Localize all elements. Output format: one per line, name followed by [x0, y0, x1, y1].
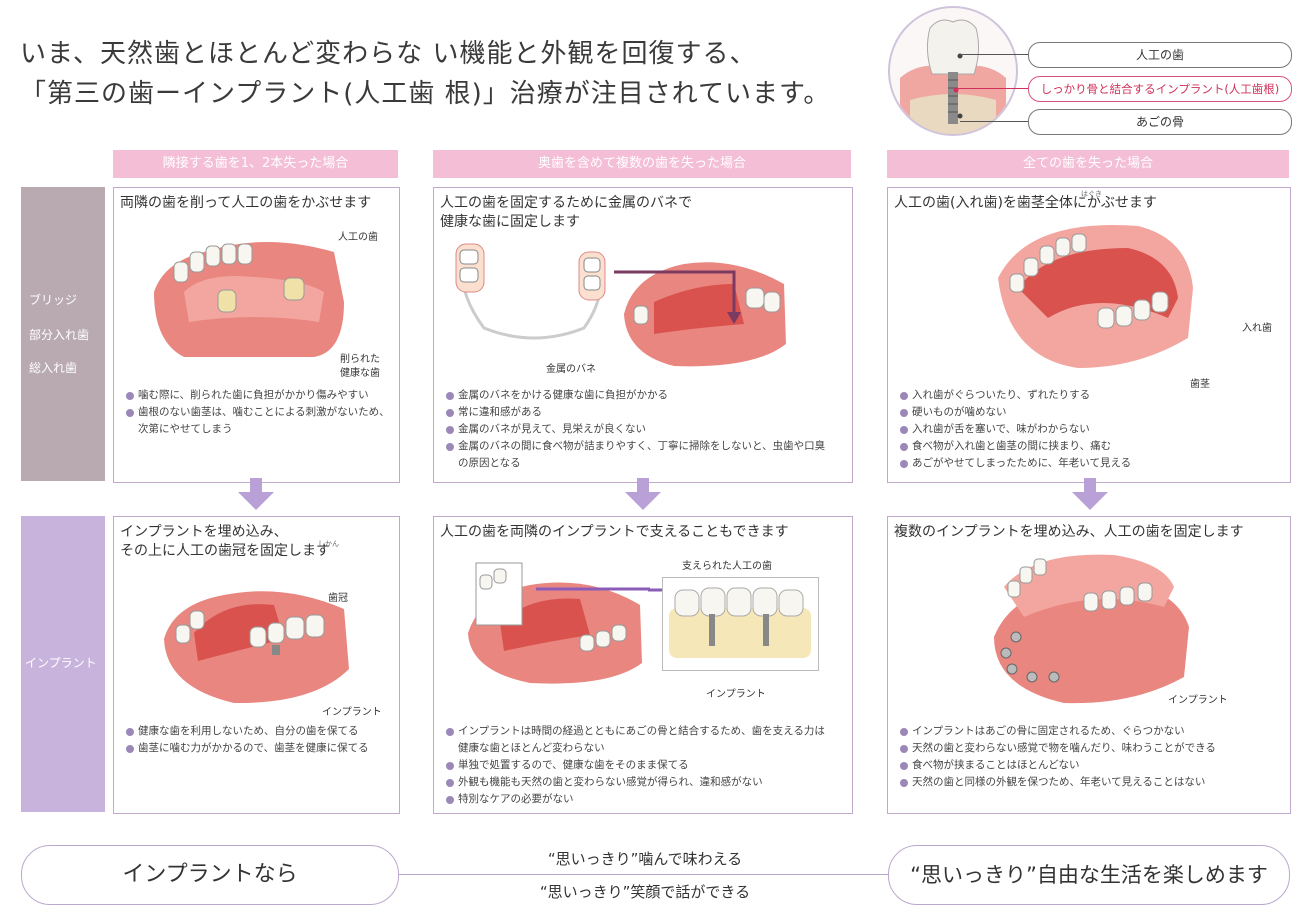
bone-leader-line: [960, 121, 1028, 122]
footer-right-pill: “思いっきり”自由な生活を楽しめます: [888, 845, 1290, 905]
list-item: 常に違和感がある: [446, 404, 825, 421]
crown-leader-line: [960, 54, 1028, 55]
panel-bridge: 両隣の歯を削って人工の歯をかぶせます 人工の歯 削られた 健康な歯 噛む際に、削…: [113, 187, 400, 483]
list-item: 入れ歯が舌を塞いで、味がわからない: [900, 421, 1131, 438]
row-label-full-denture: 総入れ歯: [29, 361, 78, 375]
row-label-partial-denture: 部分入れ歯: [29, 328, 90, 342]
down-arrow-3: [1072, 478, 1108, 510]
callout-denture: 入れ歯: [1242, 323, 1272, 334]
panel-full-denture: はぐき 人工の歯(入れ歯)を歯茎全体にかぶせます 入れ歯 歯茎 入れ歯がぐらつい…: [887, 187, 1291, 483]
list-item: 硬いものが噛めない: [900, 404, 1131, 421]
implant-tooth-icon: [900, 19, 1006, 134]
callout-implant: インプラント: [322, 707, 382, 718]
callout-implant: インプラント: [1168, 695, 1228, 706]
panel-title: 両隣の歯を削って人工の歯をかぶせます: [120, 195, 372, 211]
list-item: 天然の歯と変わらない感覚で物を噛んだり、味わうことができる: [900, 740, 1216, 757]
footer-mid-bottom: “思いっきり”笑顔で話ができる: [539, 883, 751, 901]
panel-title: 人工の歯を固定するために金属のバネで 健康な歯に固定します: [440, 195, 692, 230]
ruby-hagumi: はぐき: [1081, 190, 1102, 198]
footer-mid-top: “思いっきり”噛んで味わえる: [547, 850, 743, 868]
list-item: 噛む際に、削られた歯に負担がかかり傷みやすい: [126, 387, 390, 404]
tooth-cross-section-illustration: [888, 6, 1018, 136]
row-label-bridge: ブリッジ: [29, 293, 78, 307]
panel-title: 人工の歯(入れ歯)を歯茎全体にかぶせます: [894, 195, 1157, 211]
row-label-conventional: ブリッジ 部分入れ歯 総入れ歯: [21, 187, 105, 481]
list-item: 健康な歯を利用しないため、自分の歯を保てる: [126, 723, 369, 740]
panel-title: 複数のインプラントを埋め込み、人工の歯を固定します: [894, 524, 1244, 540]
implant-bridge-detail-illustration: [662, 577, 819, 671]
label-implant-root: しっかり骨と結合するインプラント(人工歯根): [1028, 76, 1292, 102]
bullet-list: インプラントはあごの骨に固定されるため、ぐらつかない 天然の歯と変わらない感覚で…: [900, 723, 1216, 791]
callout-artificial-tooth: 人工の歯: [338, 232, 378, 243]
callout-metal-clasp: 金属のバネ: [546, 364, 596, 375]
list-item: 歯茎に噛む力がかかるので、歯茎を健康に保てる: [126, 740, 369, 757]
column-header-1: 隣接する歯を1、2本失った場合: [113, 150, 398, 178]
column-header-3: 全ての歯を失った場合: [887, 150, 1289, 178]
ruby-shikan: しかん: [318, 540, 339, 548]
full-denture-illustration: [998, 225, 1193, 368]
row-label-implant: インプラント: [21, 516, 105, 812]
bridge-jaw-illustration: [154, 242, 344, 357]
list-item: インプラントはあごの骨に固定されるため、ぐらつかない: [900, 723, 1216, 740]
panel-single-implant: しかん インプラントを埋め込み、 その上に人工の歯冠を固定します 歯冠 インプラ…: [113, 516, 400, 814]
page-headline: いま、天然歯とほとんど変わらな い機能と外観を回復する、 「第三の歯ーインプラン…: [20, 34, 830, 114]
multiple-implant-illustration: [994, 554, 1189, 704]
panel-title: インプラントを埋め込み、 その上に人工の歯冠を固定します: [120, 524, 330, 559]
panel-implant-bridge: 人工の歯を両隣のインプラントで支えることもできます 支えられた人工の歯: [433, 516, 853, 814]
panel-multiple-implants: 複数のインプラントを埋め込み、人工の歯を固定します インプラント インプラントは…: [887, 516, 1291, 814]
bullet-list: 噛む際に、削られた歯に負担がかかり傷みやすい 歯根のない歯茎は、噛むことによる刺…: [126, 387, 390, 438]
list-item: 金属のバネの間に食べ物が詰まりやすく、丁寧に掃除をしないと、虫歯や口臭の原因とな…: [446, 438, 825, 472]
callout-implant: インプラント: [706, 689, 766, 700]
list-item: 歯根のない歯茎は、噛むことによる刺激がないため、次第にやせてしまう: [126, 404, 390, 438]
list-item: 入れ歯がぐらついたり、ずれたりする: [900, 387, 1131, 404]
callout-supported-tooth: 支えられた人工の歯: [682, 561, 772, 572]
headline-line-2: 「第三の歯ーインプラント(人工歯 根)」治療が注目されています。: [20, 79, 831, 109]
list-item: 単独で処置するので、健康な歯をそのまま保てる: [446, 757, 825, 774]
bullet-list: 金属のバネをかける健康な歯に負担がかかる 常に違和感がある 金属のバネが見えて、…: [446, 387, 825, 472]
single-implant-illustration: [164, 591, 349, 704]
list-item: 食べ物が入れ歯と歯茎の間に挟まり、痛む: [900, 438, 1131, 455]
list-item: 金属のバネが見えて、見栄えが良くない: [446, 421, 825, 438]
bullet-list: インプラントは時間の経過とともにあごの骨と結合するため、歯を支える力は健康な歯と…: [446, 723, 825, 808]
down-arrow-1: [238, 478, 274, 510]
list-item: 特別なケアの必要がない: [446, 791, 825, 808]
label-jaw-bone: あごの骨: [1028, 109, 1292, 135]
list-item: あごがやせてしまったために、年老いて見える: [900, 455, 1131, 472]
panel-title: 人工の歯を両隣のインプラントで支えることもできます: [440, 524, 789, 540]
implant-bridge-jaw-illustration: [468, 562, 650, 684]
callout-healthy-tooth: 健康な歯: [340, 368, 380, 379]
down-arrow-2: [625, 478, 661, 510]
callout-shaved: 削られた: [340, 354, 380, 365]
panel-partial-denture: 人工の歯を固定するために金属のバネで 健康な歯に固定します 金属のバネ 金属のバ…: [433, 187, 853, 483]
callout-gum: 歯茎: [1190, 379, 1210, 390]
list-item: インプラントは時間の経過とともにあごの骨と結合するため、歯を支える力は健康な歯と…: [446, 723, 825, 757]
label-artificial-tooth: 人工の歯: [1028, 42, 1292, 68]
jaw-with-gap-illustration: [614, 262, 786, 367]
row-label-implant-text: インプラント: [25, 656, 97, 670]
callout-crown: 歯冠: [328, 593, 348, 604]
list-item: 外観も機能も天然の歯と変わらない感覚が得られ、違和感がない: [446, 774, 825, 791]
footer-connector-line: [398, 874, 888, 875]
column-header-2: 奥歯を含めて複数の歯を失った場合: [433, 150, 851, 178]
headline-line-1: いま、天然歯とほとんど変わらな い機能と外観を回復する、: [20, 39, 757, 69]
implant-leader-line: [956, 88, 1028, 89]
list-item: 天然の歯と同様の外観を保つため、年老いて見えることはない: [900, 774, 1216, 791]
list-item: 食べ物が挟まることはほとんどない: [900, 757, 1216, 774]
partial-denture-illustration: [455, 243, 606, 340]
bullet-list: 入れ歯がぐらついたり、ずれたりする 硬いものが噛めない 入れ歯が舌を塞いで、味が…: [900, 387, 1131, 472]
footer-left-pill: インプラントなら: [21, 845, 399, 905]
bullet-list: 健康な歯を利用しないため、自分の歯を保てる 歯茎に噛む力がかかるので、歯茎を健康…: [126, 723, 369, 757]
list-item: 金属のバネをかける健康な歯に負担がかかる: [446, 387, 825, 404]
